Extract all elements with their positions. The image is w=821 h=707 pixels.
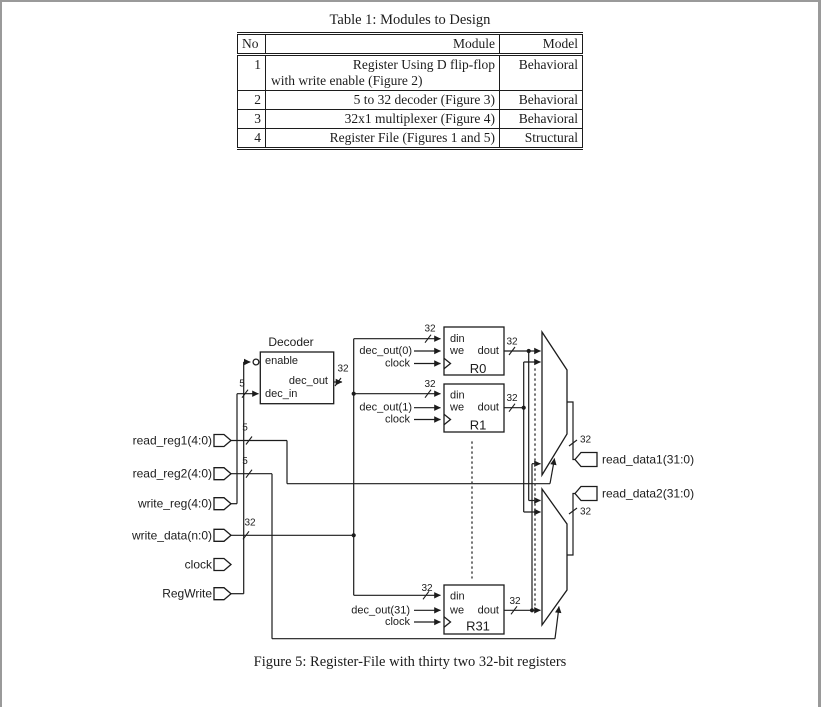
input-label-read-reg1: read_reg1(4:0) xyxy=(133,434,212,448)
decoder-box xyxy=(259,351,335,405)
clock-triangle-icon xyxy=(443,616,452,628)
we-source-label: dec_out(1) xyxy=(359,402,412,414)
input-port-symbol xyxy=(213,587,232,601)
cell-model: Behavioral xyxy=(499,90,583,110)
bus-slashes xyxy=(241,334,578,615)
bus-width-labels: 5 5 5 32 32 32 32 32 32 32 32 32 32 xyxy=(239,324,591,608)
clock-triangle-icon xyxy=(443,357,452,370)
output-ports: read_data1(31:0) read_data2(31:0) xyxy=(574,451,694,502)
dout-label: dout xyxy=(478,604,499,616)
mux1 xyxy=(541,329,568,478)
din-label: din xyxy=(450,333,465,345)
we-source-label: dec_out(31) xyxy=(351,604,410,616)
mux2 xyxy=(541,486,568,628)
decoder-dec-in-label: dec_in xyxy=(265,388,297,400)
table-title: Table 1: Modules to Design xyxy=(329,12,491,28)
register-r31: din we dout R31 dec_out(31) clock xyxy=(351,584,505,635)
din-label: din xyxy=(450,390,465,402)
bus-width-label: 32 xyxy=(337,364,349,375)
bus-width-label: 5 xyxy=(242,456,248,467)
junction-dots xyxy=(351,348,535,613)
bus-width-label: 32 xyxy=(509,596,521,607)
input-label-write-data: write_data(n:0) xyxy=(131,528,212,542)
bus-width-label: 32 xyxy=(421,583,433,594)
cell-no: 4 xyxy=(237,128,266,150)
cell-model: Behavioral xyxy=(499,109,583,129)
bus-width-label: 5 xyxy=(242,423,248,434)
cell-model: Behavioral xyxy=(499,54,583,91)
module-line-1: Register Using D flip-flop xyxy=(352,57,495,72)
register-box xyxy=(443,326,505,376)
table-row: 2 5 to 32 decoder (Figure 3) Behavioral xyxy=(237,90,583,110)
decoder-title: Decoder xyxy=(268,335,313,349)
cell-module: 32x1 multiplexer (Figure 4) xyxy=(265,109,500,129)
header-model: Model xyxy=(499,32,583,56)
cell-no: 3 xyxy=(237,109,266,129)
cell-module: 5 to 32 decoder (Figure 3) xyxy=(265,90,500,110)
wires xyxy=(230,335,575,640)
we-label: we xyxy=(449,402,464,414)
clock-wire-label: clock xyxy=(385,616,411,628)
bus-width-label: 32 xyxy=(580,507,592,518)
table-row: 4 Register File (Figures 1 and 5) Struct… xyxy=(237,128,583,150)
header-module: Module xyxy=(265,32,500,56)
register-name: R31 xyxy=(466,619,490,634)
output-label-read-data1: read_data1(31:0) xyxy=(602,453,694,467)
decoder-block: Decoder enable dec_out dec_in xyxy=(259,335,335,405)
output-label-read-data2: read_data2(31:0) xyxy=(602,487,694,501)
register-box xyxy=(443,584,505,635)
bus-width-label: 32 xyxy=(424,379,436,390)
input-port-symbol xyxy=(213,557,232,572)
register-name: R0 xyxy=(470,361,487,376)
we-source-label: dec_out(0) xyxy=(359,345,412,357)
register-name: R1 xyxy=(470,418,487,433)
header-no: No xyxy=(237,32,266,56)
input-ports: read_reg1(4:0) read_reg2(4:0) write_reg(… xyxy=(131,433,232,601)
clock-wire-label: clock xyxy=(385,358,411,370)
bus-width-label: 5 xyxy=(239,379,245,390)
clock-wire-label: clock xyxy=(385,414,411,426)
input-port-symbol xyxy=(213,528,232,542)
dout-label: dout xyxy=(478,345,499,357)
bus-width-label: 32 xyxy=(506,337,518,348)
decoder-enable-label: enable xyxy=(265,355,298,367)
register-r1: din we dout R1 dec_out(1) clock xyxy=(359,383,505,433)
input-label-read-reg2: read_reg2(4:0) xyxy=(133,467,212,481)
cell-no: 2 xyxy=(237,90,266,110)
dout-label: dout xyxy=(478,402,499,414)
input-port-symbol xyxy=(213,467,232,481)
input-label-clock: clock xyxy=(185,558,213,572)
input-label-write-reg: write_reg(4:0) xyxy=(137,497,212,511)
bus-width-label: 32 xyxy=(580,435,592,446)
output-port-symbol xyxy=(574,451,598,468)
table-row: 1 Register Using D flip-flop with write … xyxy=(237,54,583,91)
decoder-dec-out-label: dec_out xyxy=(289,375,328,387)
output-port-symbol xyxy=(574,485,598,502)
cell-no: 1 xyxy=(237,54,266,91)
input-label-regwrite: RegWrite xyxy=(162,587,212,601)
modules-table: No Module Model 1 Register Using D flip-… xyxy=(237,32,583,150)
cell-module: Register Using D flip-flop with write en… xyxy=(265,54,500,91)
we-label: we xyxy=(449,345,464,357)
we-label: we xyxy=(449,604,464,616)
din-label: din xyxy=(450,591,465,603)
modules-table-section: Table 1: Modules to Design No Module Mod… xyxy=(2,12,818,150)
bus-width-label: 32 xyxy=(244,518,256,529)
cell-module: Register File (Figures 1 and 5) xyxy=(265,128,500,150)
bus-width-label: 32 xyxy=(424,324,436,335)
active-low-bubble xyxy=(252,358,260,366)
register-r0: din we dout R0 dec_out(0) clock xyxy=(359,326,505,376)
cell-model: Structural xyxy=(499,128,583,150)
module-line-2: with write enable (Figure 2) xyxy=(271,73,423,88)
register-box xyxy=(443,383,505,433)
input-port-symbol xyxy=(213,497,232,511)
table-row: 3 32x1 multiplexer (Figure 4) Behavioral xyxy=(237,109,583,129)
input-port-symbol xyxy=(213,433,232,448)
dotted-ellipsis xyxy=(471,368,536,606)
bus-width-label: 32 xyxy=(506,393,518,404)
register-file-figure: Decoder enable dec_out dec_in din we dou… xyxy=(131,324,694,640)
figure-caption: Figure 5: Register-File with thirty two … xyxy=(253,654,567,670)
table-header-row: No Module Model xyxy=(237,32,583,56)
clock-triangle-icon xyxy=(443,413,452,426)
